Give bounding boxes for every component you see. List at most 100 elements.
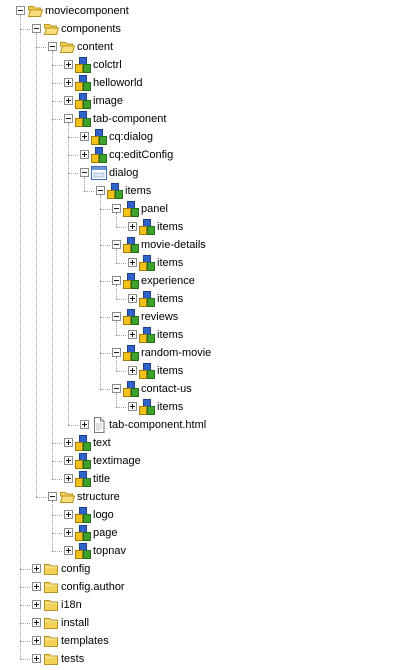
tree-node-label[interactable]: install [61,617,90,629]
tree-node-label[interactable]: contact-us [141,383,192,395]
expand-toggle-icon[interactable] [64,60,73,69]
expand-toggle-icon[interactable] [64,528,73,537]
tree-node[interactable]: text [0,434,418,452]
expand-toggle-icon[interactable] [64,546,73,555]
expand-toggle-icon[interactable] [128,294,137,303]
collapse-toggle-icon[interactable] [112,240,121,249]
tree-node-label[interactable]: items [157,365,184,377]
tree-node-label[interactable]: moviecomponent [45,5,129,17]
tree-node-label[interactable]: i18n [61,599,82,611]
tree-node[interactable]: title [0,470,418,488]
tree-node-label[interactable]: items [157,221,184,233]
tree-node-label[interactable]: panel [141,203,168,215]
tree-node-label[interactable]: page [93,527,118,539]
expand-toggle-icon[interactable] [64,510,73,519]
tree-node-label[interactable]: helloworld [93,77,143,89]
expand-toggle-icon[interactable] [32,600,41,609]
tree-node[interactable]: config.author [0,578,418,596]
tree-node-label[interactable]: components [61,23,121,35]
collapse-toggle-icon[interactable] [64,114,73,123]
tree-node-label[interactable]: topnav [93,545,127,557]
collapse-toggle-icon[interactable] [112,384,121,393]
expand-toggle-icon[interactable] [128,330,137,339]
collapse-toggle-icon[interactable] [32,24,41,33]
tree-node-label[interactable]: items [157,257,184,269]
tree-node[interactable]: items [0,398,418,416]
tree-node-label[interactable]: config.author [61,581,125,593]
tree-node-label[interactable]: image [93,95,123,107]
tree-node-label[interactable]: tab-component [93,113,167,125]
expand-toggle-icon[interactable] [32,636,41,645]
collapse-toggle-icon[interactable] [48,42,57,51]
collapse-toggle-icon[interactable] [112,348,121,357]
tree-node-label[interactable]: movie-details [141,239,206,251]
expand-toggle-icon[interactable] [128,366,137,375]
tree-node-label[interactable]: items [157,293,184,305]
tree-node[interactable]: items [0,182,418,200]
tree-node[interactable]: structure [0,488,418,506]
collapse-toggle-icon[interactable] [112,312,121,321]
tree-node-label[interactable]: experience [141,275,195,287]
tree-node[interactable]: experience [0,272,418,290]
tree-node-label[interactable]: reviews [141,311,179,323]
collapse-toggle-icon[interactable] [112,276,121,285]
expand-toggle-icon[interactable] [64,438,73,447]
expand-toggle-icon[interactable] [64,474,73,483]
tree-node-label[interactable]: dialog [109,167,139,179]
tree-node[interactable]: config [0,560,418,578]
tree-node[interactable]: contact-us [0,380,418,398]
tree-node[interactable]: components [0,20,418,38]
tree-node[interactable]: items [0,218,418,236]
tree-node[interactable]: cq:editConfig [0,146,418,164]
tree-node-label[interactable]: cq:dialog [109,131,154,143]
tree-node[interactable]: tab-component [0,110,418,128]
tree-node[interactable]: random-movie [0,344,418,362]
tree-node[interactable]: panel [0,200,418,218]
expand-toggle-icon[interactable] [128,222,137,231]
collapse-toggle-icon[interactable] [16,6,25,15]
tree-node[interactable]: topnav [0,542,418,560]
tree-node-label[interactable]: items [157,329,184,341]
tree-node[interactable]: movie-details [0,236,418,254]
tree-node[interactable]: content [0,38,418,56]
tree-node-label[interactable]: config [61,563,91,575]
expand-toggle-icon[interactable] [80,150,89,159]
tree-node-label[interactable]: text [93,437,111,449]
tree-node-label[interactable]: title [93,473,111,485]
tree-node[interactable]: image [0,92,418,110]
tree-node[interactable]: tab-component.html [0,416,418,434]
tree-node-label[interactable]: tests [61,653,85,665]
tree-node[interactable]: reviews [0,308,418,326]
collapse-toggle-icon[interactable] [48,492,57,501]
collapse-toggle-icon[interactable] [96,186,105,195]
tree-node-label[interactable]: cq:editConfig [109,149,174,161]
expand-toggle-icon[interactable] [64,456,73,465]
expand-toggle-icon[interactable] [32,654,41,663]
collapse-toggle-icon[interactable] [112,204,121,213]
tree-node-label[interactable]: templates [61,635,109,647]
tree-node-label[interactable]: structure [77,491,120,503]
expand-toggle-icon[interactable] [80,420,89,429]
tree-node[interactable]: cq:dialog [0,128,418,146]
expand-toggle-icon[interactable] [32,618,41,627]
tree-node[interactable]: helloworld [0,74,418,92]
tree-node-label[interactable]: logo [93,509,114,521]
tree-node[interactable]: page [0,524,418,542]
tree-node[interactable]: moviecomponent [0,2,418,20]
tree-node[interactable]: tests [0,650,418,668]
expand-toggle-icon[interactable] [32,564,41,573]
expand-toggle-icon[interactable] [128,402,137,411]
tree-node[interactable]: textimage [0,452,418,470]
tree-node[interactable]: items [0,362,418,380]
expand-toggle-icon[interactable] [64,96,73,105]
expand-toggle-icon[interactable] [80,132,89,141]
tree-node[interactable]: logo [0,506,418,524]
tree-node[interactable]: colctrl [0,56,418,74]
tree-node[interactable]: dialog [0,164,418,182]
tree-node[interactable]: items [0,326,418,344]
tree-node-label[interactable]: tab-component.html [109,419,207,431]
expand-toggle-icon[interactable] [64,78,73,87]
tree-node-label[interactable]: random-movie [141,347,212,359]
tree-node[interactable]: i18n [0,596,418,614]
tree-node[interactable]: items [0,290,418,308]
